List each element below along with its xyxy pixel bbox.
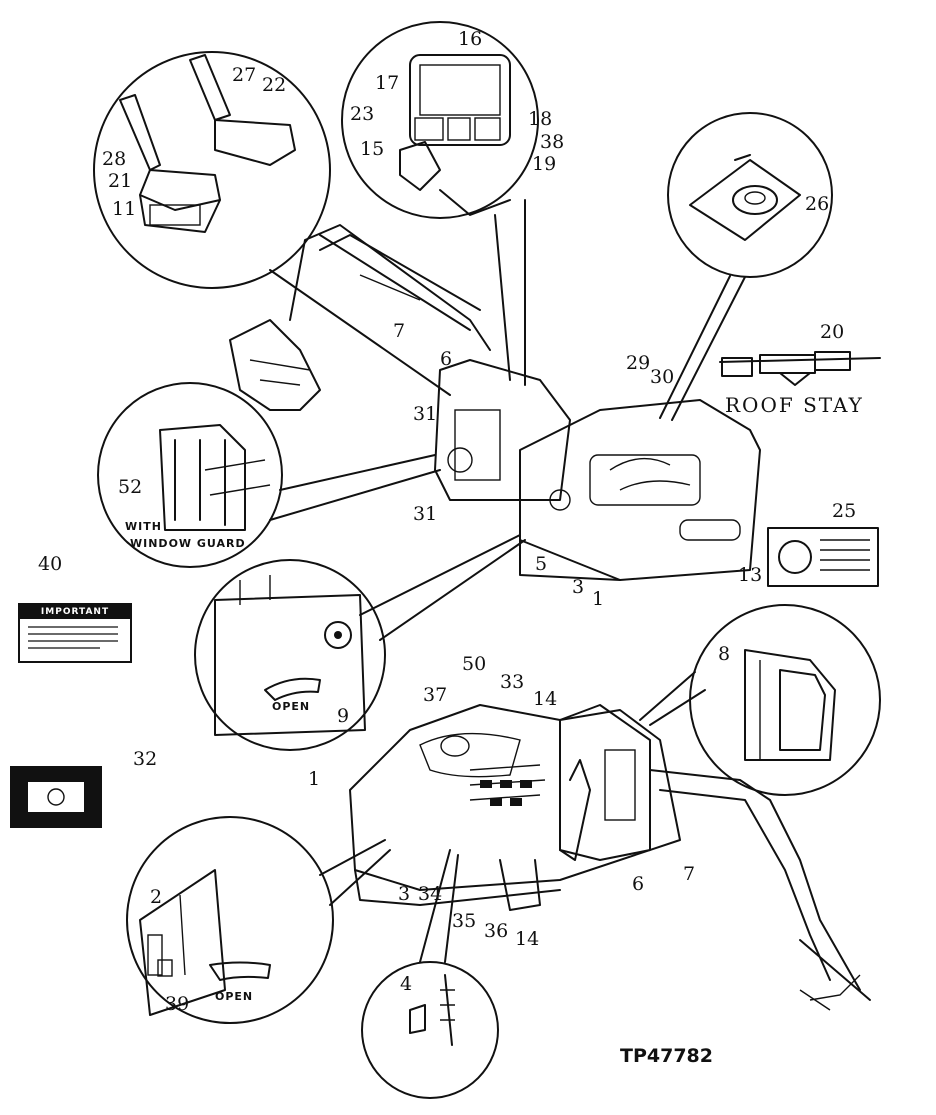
label-21: 21 (108, 170, 133, 192)
important-decal-text-lines (28, 626, 118, 649)
with-window-guard-line1: WITH (125, 520, 162, 533)
detail-circle-door-latch (194, 559, 386, 751)
label-4: 4 (400, 973, 413, 995)
label-52: 52 (118, 476, 143, 498)
label-17: 17 (375, 72, 400, 94)
label-36: 36 (484, 920, 509, 942)
label-29: 29 (626, 352, 651, 374)
label-5: 5 (535, 553, 548, 575)
label-7-lower: 7 (683, 863, 696, 885)
label-39: 39 (165, 993, 190, 1015)
label-3-upper: 3 (572, 576, 585, 598)
label-16: 16 (458, 28, 483, 50)
detail-circle-roof (667, 112, 833, 278)
detail-circle-cab-door (689, 604, 881, 796)
label-35: 35 (452, 910, 477, 932)
label-26: 26 (805, 193, 830, 215)
detail-circle-controls (93, 51, 331, 289)
label-28: 28 (102, 148, 127, 170)
label-30: 30 (650, 366, 675, 388)
label-14-bottom: 14 (515, 928, 540, 950)
detail-circle-hydraulic (361, 961, 499, 1099)
detail-circle-monitor (341, 21, 539, 219)
label-7-upper: 7 (393, 320, 406, 342)
label-13: 13 (738, 564, 763, 586)
roof-stay-caption: ROOF STAY (725, 393, 864, 417)
label-27: 27 (232, 64, 257, 86)
label-9: 9 (337, 705, 350, 727)
label-31-top: 31 (413, 403, 438, 425)
label-32: 32 (133, 748, 158, 770)
label-14-top: 14 (533, 688, 558, 710)
label-19: 19 (532, 153, 557, 175)
label-20: 20 (820, 321, 845, 343)
label-23: 23 (350, 103, 375, 125)
important-decal: IMPORTANT (18, 603, 132, 663)
important-decal-title: IMPORTANT (20, 605, 130, 619)
label-1-lower: 1 (308, 768, 321, 790)
with-window-guard-line2: WINDOW GUARD (130, 537, 246, 550)
label-6-lower: 6 (632, 873, 645, 895)
label-37: 37 (423, 684, 448, 706)
label-18: 18 (528, 108, 553, 130)
label-15: 15 (360, 138, 385, 160)
label-6-upper: 6 (440, 348, 453, 370)
label-11: 11 (112, 198, 137, 220)
label-1-upper: 1 (592, 588, 605, 610)
label-50: 50 (462, 653, 487, 675)
label-22: 22 (262, 74, 287, 96)
label-31-bottom: 31 (413, 503, 438, 525)
open-caption-lower: OPEN (215, 990, 254, 1003)
label-34: 34 (418, 883, 443, 905)
label-25: 25 (832, 500, 857, 522)
label-8: 8 (718, 643, 731, 665)
open-caption-upper: OPEN (272, 700, 311, 713)
detail-circle-side-door (126, 816, 334, 1024)
detail-circle-window-guard (97, 382, 283, 568)
label-2: 2 (150, 886, 163, 908)
label-40: 40 (38, 553, 63, 575)
reference-number: TP47782 (620, 1045, 713, 1067)
label-38: 38 (540, 131, 565, 153)
label-3-lower: 3 (398, 883, 411, 905)
label-33: 33 (500, 671, 525, 693)
